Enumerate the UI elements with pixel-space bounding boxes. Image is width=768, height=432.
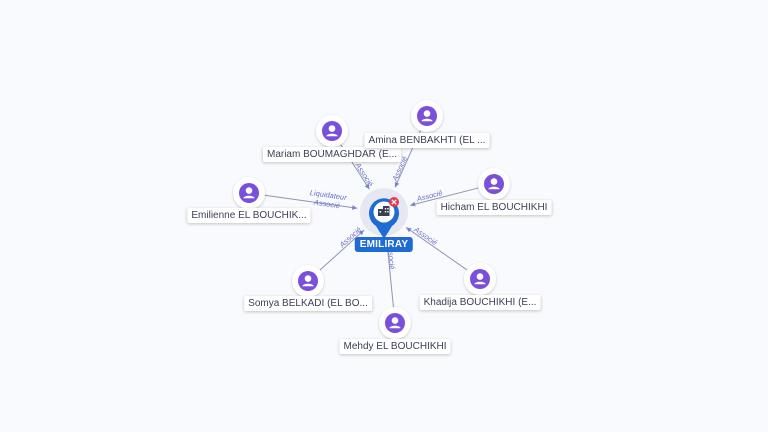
edge-arrow-khadija (406, 227, 412, 233)
person-node-khadija[interactable] (464, 263, 496, 295)
person-node-somya[interactable] (292, 265, 324, 297)
close-icon[interactable] (389, 197, 399, 207)
edge-arrow-mariam (364, 183, 370, 190)
person-icon (322, 121, 342, 141)
center-label[interactable]: EMILIRAY (354, 237, 414, 252)
person-icon (239, 183, 259, 203)
edge-arrow-emilienne (351, 205, 358, 210)
edge-label-mariam-0: Associé (353, 160, 375, 188)
node-label-khadija[interactable]: Khadija BOUCHIKHI (E... (419, 295, 541, 310)
person-icon (298, 271, 318, 291)
person-node-emilienne[interactable] (233, 177, 265, 209)
company-node-emiliray[interactable] (360, 188, 408, 239)
person-node-amina[interactable] (411, 100, 443, 132)
edge-arrow-hicham (410, 201, 416, 207)
edge-arrow-amina (394, 181, 400, 188)
person-icon (484, 174, 504, 194)
person-icon (385, 313, 405, 333)
edge-arrow-somya (358, 230, 365, 236)
person-icon (470, 269, 490, 289)
edge-somya (318, 229, 365, 272)
edge-label-emilienne-1: Associé (312, 198, 340, 211)
person-icon (417, 106, 437, 126)
edge-khadija (405, 227, 468, 271)
node-label-amina[interactable]: Amina BENBAKHTI (EL ... (364, 133, 490, 148)
building-icon (378, 206, 390, 216)
nodes-layer (233, 100, 510, 339)
node-label-emilienne[interactable]: Emilienne EL BOUCHIK... (187, 208, 311, 223)
edge-hicham (410, 187, 480, 206)
node-label-mehdy[interactable]: Mehdy EL BOUCHIKHI (339, 339, 451, 354)
edge-label-khadija-0: Associé (412, 224, 440, 247)
person-node-hicham[interactable] (478, 168, 510, 200)
node-label-somya[interactable]: Somya BELKADI (EL BO... (244, 296, 372, 311)
node-label-hicham[interactable]: Hicham EL BOUCHIKHI (436, 200, 552, 215)
edge-label-mehdy-0: Associé (385, 242, 397, 270)
edge-emilienne (263, 194, 358, 209)
person-node-mariam[interactable] (316, 115, 348, 147)
person-node-mehdy[interactable] (379, 307, 411, 339)
node-label-mariam[interactable]: Mariam BOUMAGHDAR (E... (262, 147, 402, 162)
